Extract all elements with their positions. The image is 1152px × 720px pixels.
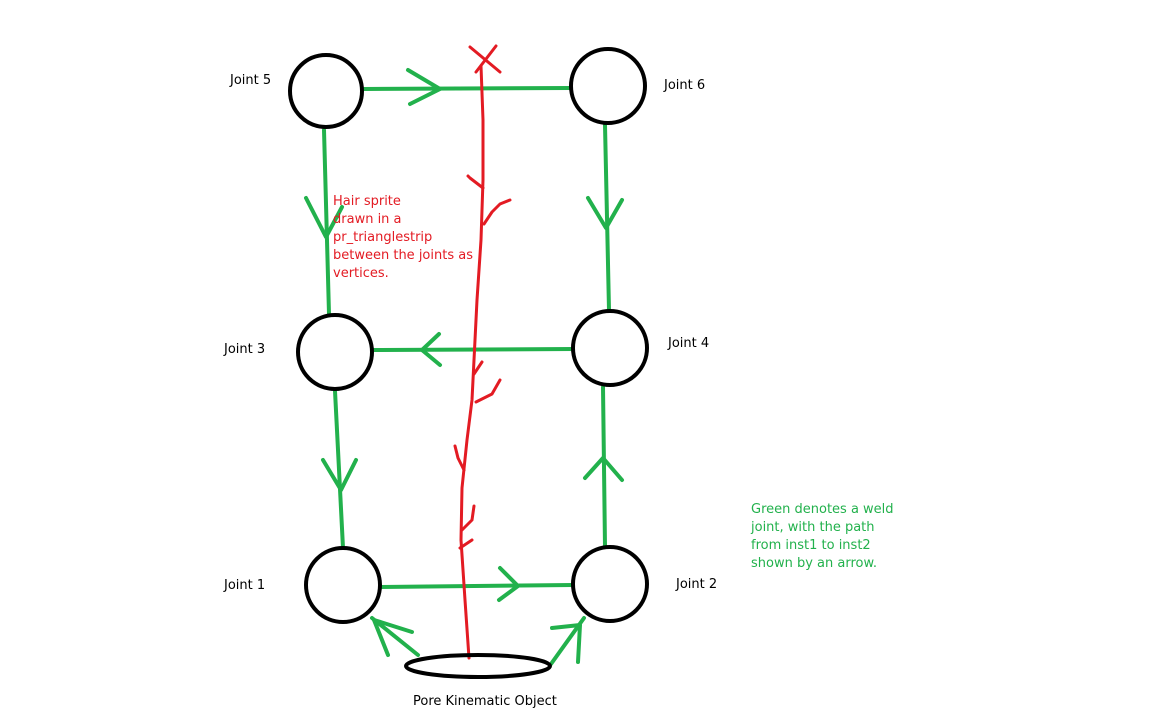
joint-4-label: Joint 4 [668,336,710,351]
joint-6-label: Joint 6 [664,78,706,93]
weld-arrow-pore-1 [372,618,414,657]
joint-2-circle [571,545,649,623]
hair-branch-2 [482,198,512,226]
hair-sprite-note: Hair sprite drawn in a pr_trianglestrip … [333,194,473,281]
hair-branch-4 [474,378,502,404]
hair-end-x [468,44,502,74]
weld-links [304,68,624,666]
hair-branch-7 [458,538,474,550]
joint-5-circle [288,53,364,129]
weld-arrow-1-2 [497,566,520,602]
joint-5-label: Joint 5 [230,73,272,88]
weld-link-2-4 [601,385,607,549]
hair-branch-1 [466,174,485,190]
hair-main [459,64,485,660]
weld-arrow-5-6 [406,68,442,106]
weld-arrow-3-1 [321,458,358,492]
joint-1-label: Joint 1 [224,578,266,593]
hair-strand [453,44,512,660]
joint-1-circle [304,546,382,624]
joint-3-label: Joint 3 [224,342,266,357]
weld-arrow-5-3 [304,196,344,239]
joint-2-label: Joint 2 [676,577,718,592]
pore-label: Pore Kinematic Object [413,694,557,709]
weld-arrow-4-3 [420,332,442,367]
weld-link-5-6 [362,86,574,91]
joint-6-circle [569,47,647,125]
hair-branch-5 [453,444,466,472]
weld-arrow-6-4 [586,196,624,230]
weld-link-1-2 [379,583,575,589]
hair-branch-3 [472,360,484,376]
weld-link-5-3 [322,128,331,316]
joint-4-circle [571,309,649,387]
joints [288,47,649,624]
hair-branch-6 [460,504,476,532]
weld-link-3-1 [333,389,345,550]
weld-arrow-pore-2 [550,623,582,664]
pore-object [404,653,552,679]
weld-link-6-4 [603,123,611,312]
weld-link-pore-1 [370,616,420,657]
weld-arrow-2-4 [583,456,624,482]
weld-legend-note: Green denotes a weld joint, with the pat… [751,502,894,571]
joint-3-circle [296,313,374,391]
